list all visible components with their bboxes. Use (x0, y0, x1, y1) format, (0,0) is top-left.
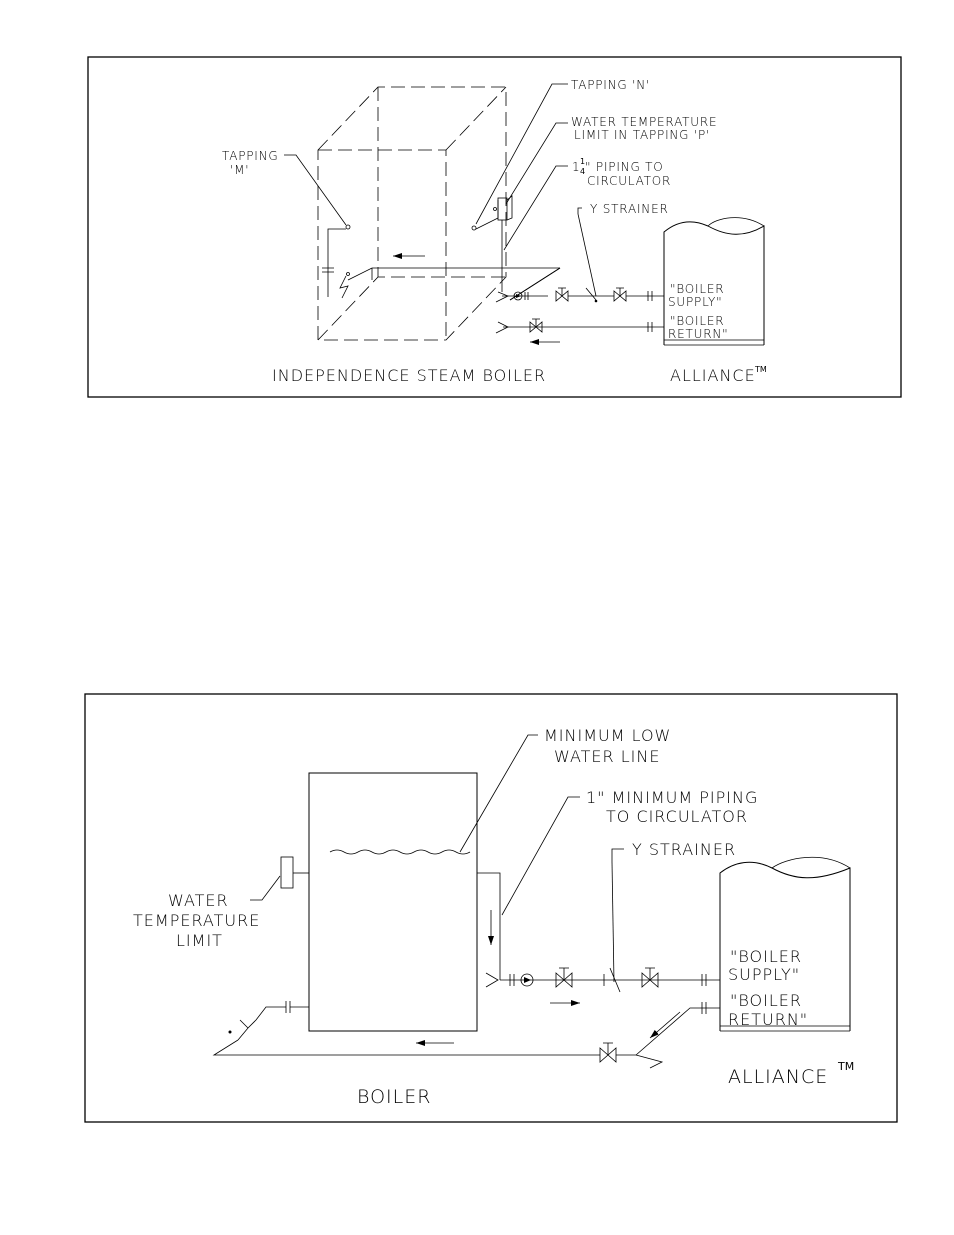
label-alliance-1: ALLIANCE (670, 366, 756, 385)
valve-1 (555, 290, 569, 302)
label-min-low-water-1: MINIMUM LOW (544, 726, 671, 745)
temperature-limit-box (497, 197, 508, 221)
label-min-piping-2: TO CIRCULATOR (606, 807, 748, 826)
water-line-wave (329, 849, 471, 855)
supply-riser (477, 872, 501, 988)
label-piping-rest: " PIPING TO (585, 160, 664, 174)
boiler-outline-dashed (317, 86, 507, 341)
tapping-m-return-line (322, 224, 351, 299)
alliance-tank-2 (719, 856, 851, 1032)
leader-lines-2 (250, 734, 624, 983)
label-boiler-supply-2a: "BOILER (730, 947, 802, 966)
label-boiler-return-1: "BOILER (670, 314, 724, 328)
label-tm-1: TM (754, 365, 767, 374)
label-piping-2: CIRCULATOR (587, 174, 671, 188)
y-strainer-symbol (585, 287, 597, 301)
label-tapping-n: TAPPING 'N' (571, 78, 650, 92)
label-piping-whole: 1 (572, 160, 580, 174)
caption-independence-steam-boiler: INDEPENDENCE STEAM BOILER (272, 366, 546, 385)
supply-piping-2 (500, 967, 720, 1006)
label-boiler-return-2a: "BOILER (730, 991, 802, 1010)
label-y-strainer-2: Y STRAINER (632, 840, 736, 859)
y-strainer-symbol-2 (609, 967, 621, 993)
valve-3 (529, 321, 543, 333)
label-water-temp-limit-1: WATER TEMPERATURE (571, 115, 717, 129)
label-water-temp-3: LIMIT (176, 931, 223, 950)
labels-1: TAPPING 'N' WATER TEMPERATURE LIMIT IN T… (222, 78, 767, 385)
label-tapping-m-1: TAPPING (222, 149, 279, 163)
flow-arrow-return-diag (649, 1011, 681, 1039)
label-boiler-supply-2: SUPPLY" (668, 295, 722, 309)
return-piping-2 (212, 1001, 720, 1069)
label-min-piping-1: 1" MINIMUM PIPING (586, 788, 758, 807)
tapping-n-dot (471, 225, 477, 231)
label-alliance-2: ALLIANCE (728, 1066, 828, 1088)
alliance-tank (663, 217, 765, 346)
label-water-temp-2: TEMPERATURE (133, 911, 260, 930)
diagram2-frame (84, 693, 898, 1123)
supply-piping (495, 287, 664, 303)
label-piping-frac-den: 4 (580, 167, 585, 176)
label-boiler-supply-2b: SUPPLY" (728, 965, 800, 984)
valve-2a (555, 972, 573, 988)
label-piping-frac-num: 1 (580, 157, 585, 166)
label-boiler-return-2b: RETURN" (728, 1010, 808, 1029)
label-water-temp-1: WATER (168, 891, 229, 910)
diagram1-frame (87, 56, 902, 398)
label-water-temp-limit-2: LIMIT IN TAPPING 'P' (574, 128, 710, 142)
tapping-n-fittings (471, 195, 513, 292)
circulator-symbol (513, 291, 523, 301)
leader-lines-1 (284, 83, 597, 297)
label-y-strainer: Y STRAINER (590, 202, 669, 216)
valve-2b (641, 972, 659, 988)
valve-2 (613, 290, 627, 302)
return-piping (495, 267, 664, 345)
tapping-m-dot (345, 224, 351, 230)
label-tapping-m-2: 'M' (230, 163, 249, 177)
label-boiler-return-2: RETURN" (668, 327, 728, 341)
labels-2: MINIMUM LOW WATER LINE 1" MINIMUM PIPING… (133, 726, 854, 1108)
water-temperature-limit-device (280, 856, 309, 889)
label-tm-2: TM (837, 1060, 854, 1073)
caption-boiler: BOILER (357, 1086, 431, 1108)
valve-2c (599, 1047, 617, 1063)
diagram-independence-steam-boiler: TAPPING 'N' WATER TEMPERATURE LIMIT IN T… (87, 56, 902, 398)
diagram-boiler: MINIMUM LOW WATER LINE 1" MINIMUM PIPING… (84, 693, 898, 1123)
label-min-low-water-2: WATER LINE (554, 747, 660, 766)
boiler-body (308, 772, 478, 1032)
circulator-symbol-2 (520, 973, 534, 987)
label-boiler-supply-1: "BOILER (670, 282, 724, 296)
